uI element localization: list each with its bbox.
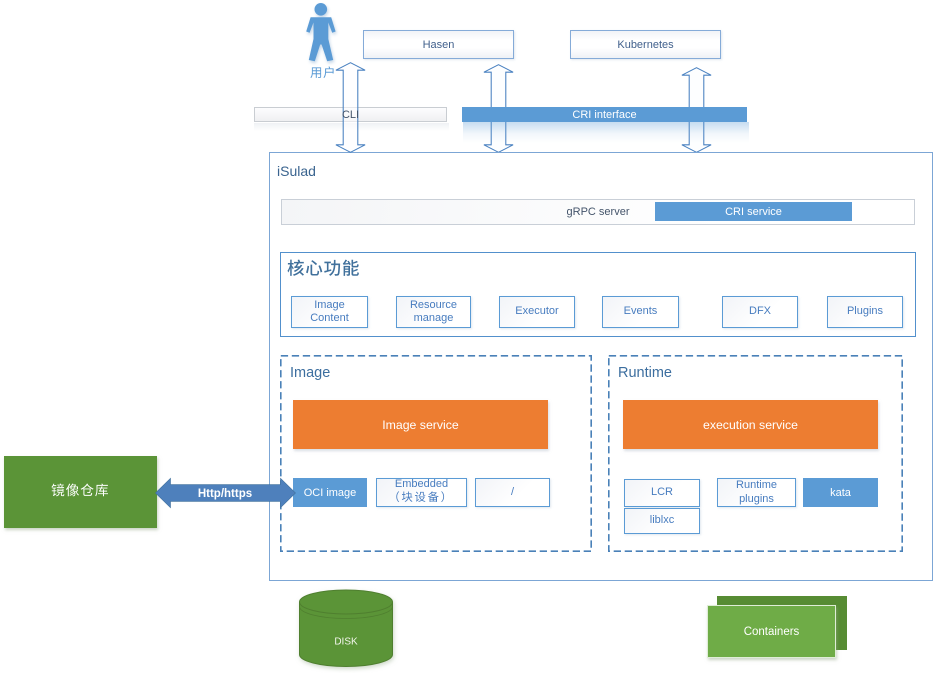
svg-text:DISK: DISK (334, 637, 358, 648)
svg-text:Http/https: Http/https (198, 488, 252, 500)
